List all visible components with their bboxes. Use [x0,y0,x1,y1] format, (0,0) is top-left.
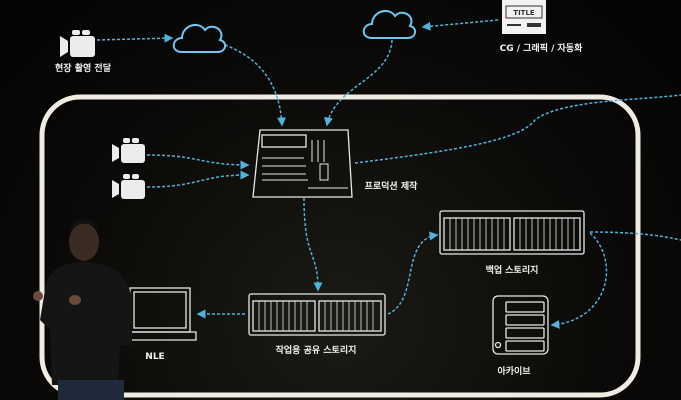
label-nle: NLE [145,352,165,362]
link-backup-to-archive [550,232,608,329]
backup-storage-icon [439,210,585,255]
link-cg-to-cloud2 [421,19,499,31]
link-cloud-to-mixer [224,44,287,127]
shared-storage-icon [248,293,386,336]
camera-icon [60,30,95,57]
title-card-text: TITLE [513,9,535,17]
archive-drive-icon [492,295,549,355]
label-cg-graphics: CG / 그래픽 / 자동화 [499,44,583,54]
label-shared-storage: 작업용 공유 스토리지 [275,346,357,356]
camera-icon [112,138,145,163]
production-switcher-icon [252,129,353,198]
label-production: 프로덕션 제작 [364,182,418,192]
link-mixer-to-shared [303,197,323,292]
cloud-icon [362,9,416,39]
link-mixer-to-offsite [354,94,681,164]
link-cam2-to-mixer [146,154,250,170]
link-cloud2-to-mixer [324,39,393,127]
label-backup-storage: 백업 스토리지 [485,266,539,276]
laptop-icon [123,287,197,341]
link-camera-to-cloud [96,33,174,43]
cloud-icon [172,23,226,53]
camera-icon [112,174,145,199]
link-backup-to-offsite [589,231,681,241]
label-field-capture: 현장 촬영 전달 [55,64,111,74]
title-document-icon [502,0,546,34]
label-archive: 아카이브 [497,367,531,377]
link-shared-to-backup [387,231,439,315]
presenter [33,219,132,400]
link-cam3-to-mixer [146,170,250,188]
studio-frame [39,94,641,398]
